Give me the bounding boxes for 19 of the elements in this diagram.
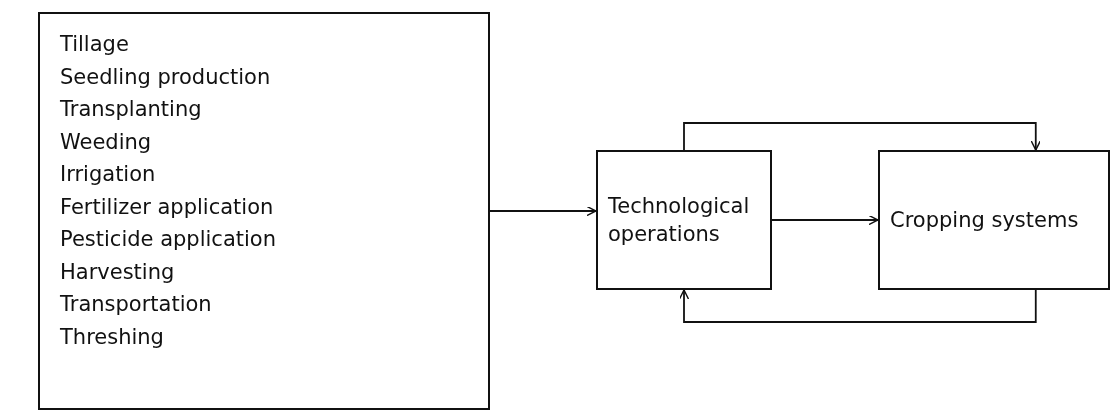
- list-item: Seedling production: [60, 63, 272, 91]
- list-box: [38, 12, 490, 410]
- arrow: [678, 289, 1037, 323]
- list-item: Pesticide application: [60, 226, 277, 253]
- box-label: Cropping systems: [890, 207, 1080, 234]
- process-box: [596, 150, 772, 290]
- list-item: Tillage: [60, 31, 130, 58]
- list-item: Fertilizer application: [60, 193, 275, 221]
- box-label: Technological operations: [608, 193, 751, 248]
- list-item: Threshing: [60, 323, 165, 351]
- process-box: [878, 150, 1110, 290]
- arrow: [771, 214, 879, 226]
- arrow: [489, 205, 597, 217]
- arrow: [683, 122, 1041, 151]
- list-item: Weeding: [60, 128, 153, 156]
- list-item: Transplanting: [60, 96, 203, 123]
- list-item: Harvesting: [60, 258, 176, 286]
- list-item: Transportation: [60, 291, 213, 318]
- list-item: Irrigation: [60, 161, 157, 188]
